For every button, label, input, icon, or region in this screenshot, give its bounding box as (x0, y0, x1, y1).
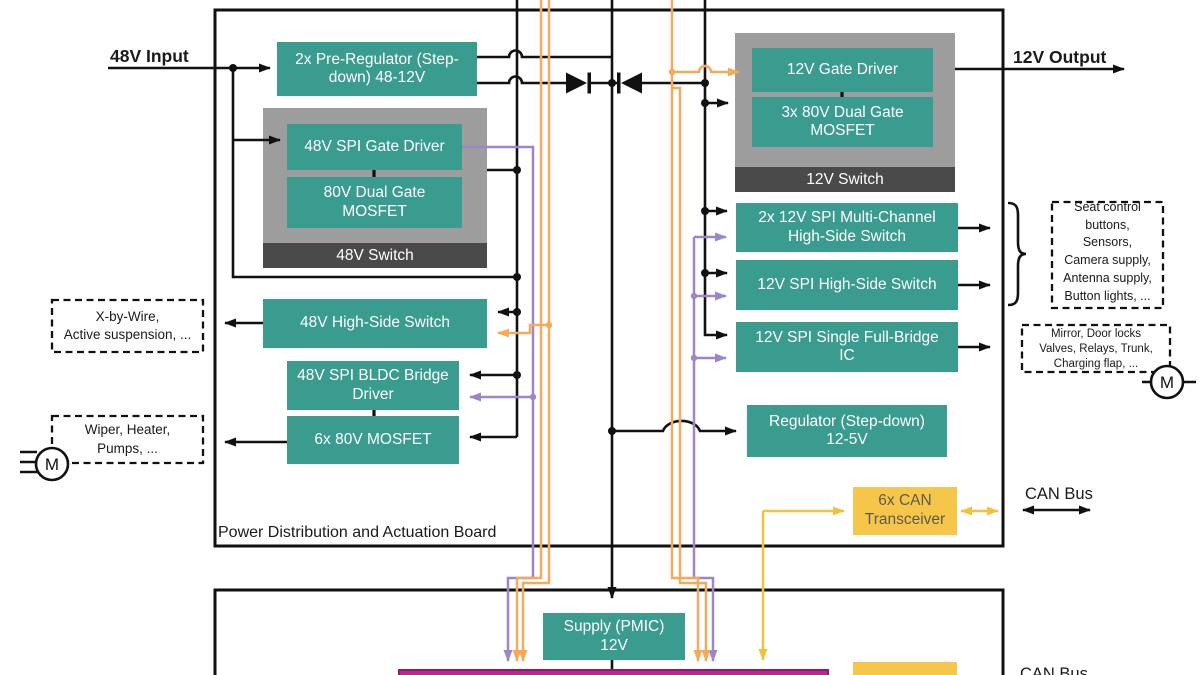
mirror-load-label: Mirror, Door locks Valves, Relays, Trunk… (1039, 328, 1153, 370)
full-bridge-12v-block: 12V SPI Single Full-Bridge IC (736, 322, 958, 372)
mosfet-6x-block: 6x 80V MOSFET (287, 416, 459, 464)
gate-driver-12v-block: 12V Gate Driver (752, 48, 933, 92)
can-bar-lower (853, 662, 957, 675)
spi-wires (462, 145, 727, 662)
supply-junction-dots (545, 68, 676, 329)
board1-title: Power Distribution and Actuation Board (218, 524, 497, 541)
switch-12v-caption: 12V Switch (735, 167, 955, 192)
high-side-48v-block: 48V High-Side Switch (263, 299, 487, 348)
multi-channel-hs-block: 2x 12V SPI Multi-Channel High-Side Switc… (736, 203, 958, 252)
load-group-brace (1007, 201, 1027, 307)
high-side-12v-block: 12V SPI High-Side Switch (736, 260, 958, 310)
input-48v-label: 48V Input (110, 46, 189, 66)
mosfet-12v-block: 3x 80V Dual Gate MOSFET (752, 97, 933, 147)
can-transceiver-block: 6x CAN Transceiver (853, 487, 957, 535)
switch-48v-caption: 48V Switch (263, 243, 487, 268)
seat-load-label: Seat control buttons, Sensors, Camera su… (1063, 199, 1152, 303)
pre-regulator-block: 2x Pre-Regulator (Step- down) 48-12V (277, 42, 477, 96)
motor-right-letter: M (1160, 373, 1174, 392)
mosfet-48v-block: 80V Dual Gate MOSFET (287, 177, 462, 228)
gate-driver-48v-block: 48V SPI Gate Driver (287, 124, 462, 170)
supply-wires (497, 0, 740, 662)
can-bus-label: CAN Bus (1025, 485, 1093, 503)
mcu-bar (398, 669, 829, 675)
black-power-wires (108, 0, 1125, 669)
spi-junction-dots (529, 292, 698, 401)
pmic-block: Supply (PMIC) 12V (543, 613, 685, 660)
wiper-load-label: Wiper, Heater, Pumps, ... (84, 422, 171, 456)
can-bus-label-lower: CAN Bus (1020, 665, 1088, 675)
bldc-driver-block: 48V SPI BLDC Bridge Driver (287, 361, 459, 410)
output-12v-label: 12V Output (1013, 47, 1107, 67)
diode-or-pair (566, 72, 642, 94)
regulator-12-5v-block: Regulator (Step-down) 12-5V (747, 405, 947, 457)
xbywire-load-label: X-by-Wire, Active suspension, ... (63, 308, 192, 342)
